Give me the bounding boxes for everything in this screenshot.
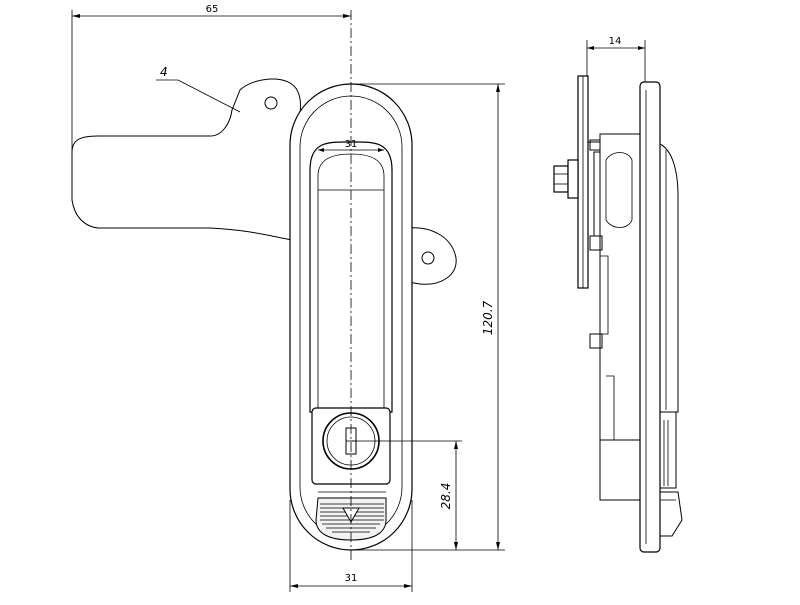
dim-label-28-4: 28.4 (439, 483, 453, 510)
cam-hole (264, 96, 278, 110)
button-profile (660, 491, 683, 537)
bracket-clip-upper (589, 235, 603, 251)
handle-profile (659, 143, 679, 413)
bolt-head (553, 165, 569, 193)
dim-label-65: 65 (206, 4, 219, 15)
front-flange (639, 81, 661, 553)
bracket-clip-lower (589, 333, 603, 349)
front-view (71, 10, 457, 560)
inner-step (606, 375, 615, 440)
lug-hole (421, 251, 435, 265)
key-cylinder-profile (660, 411, 677, 489)
callout-4: 4 (160, 65, 168, 79)
latch-cam (71, 78, 302, 241)
side-view: 14 (553, 36, 683, 553)
inner-cam (605, 152, 633, 228)
handle-width-mark: 31 (345, 139, 358, 150)
dim-label-14: 14 (609, 36, 622, 47)
dim-label-120-7: 120.7 (481, 300, 495, 335)
inner-slot (600, 255, 609, 335)
bolt-nut (567, 159, 579, 199)
dim-label-31: 31 (345, 573, 358, 584)
dimensions-front: 65 120.7 28.4 31 31 4 (71, 4, 505, 592)
lower-lug (407, 227, 457, 285)
